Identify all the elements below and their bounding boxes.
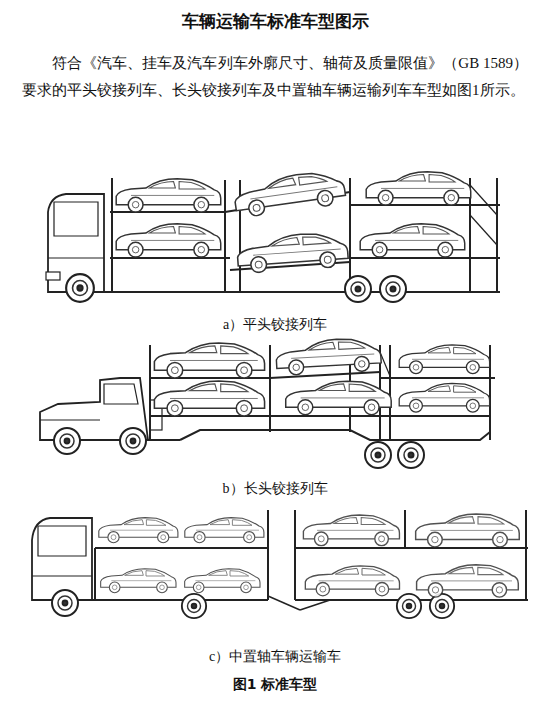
transported-cars: [99, 514, 519, 597]
rigid-truck: [32, 518, 92, 616]
sub-caption: a）平头铰接列车: [100, 316, 450, 334]
long-nose-tractor: [40, 378, 162, 454]
flat-cab-tractor: [46, 194, 104, 302]
page-title: 车辆运输车标准车型图示: [20, 10, 530, 33]
body-paragraph: 符合《汽车、挂车及汽车列车外廓尺寸、轴荷及质量限值》（GB 1589）要求的平头…: [22, 50, 528, 104]
truck-and-trailer-frame: [92, 510, 528, 618]
sub-caption: b）长头铰接列车: [100, 480, 450, 498]
figure-caption: 图1 标准车型: [100, 676, 450, 694]
transported-cars: [116, 168, 471, 273]
sub-caption: c）中置轴车辆运输车: [100, 648, 450, 666]
transported-cars: [154, 337, 489, 416]
